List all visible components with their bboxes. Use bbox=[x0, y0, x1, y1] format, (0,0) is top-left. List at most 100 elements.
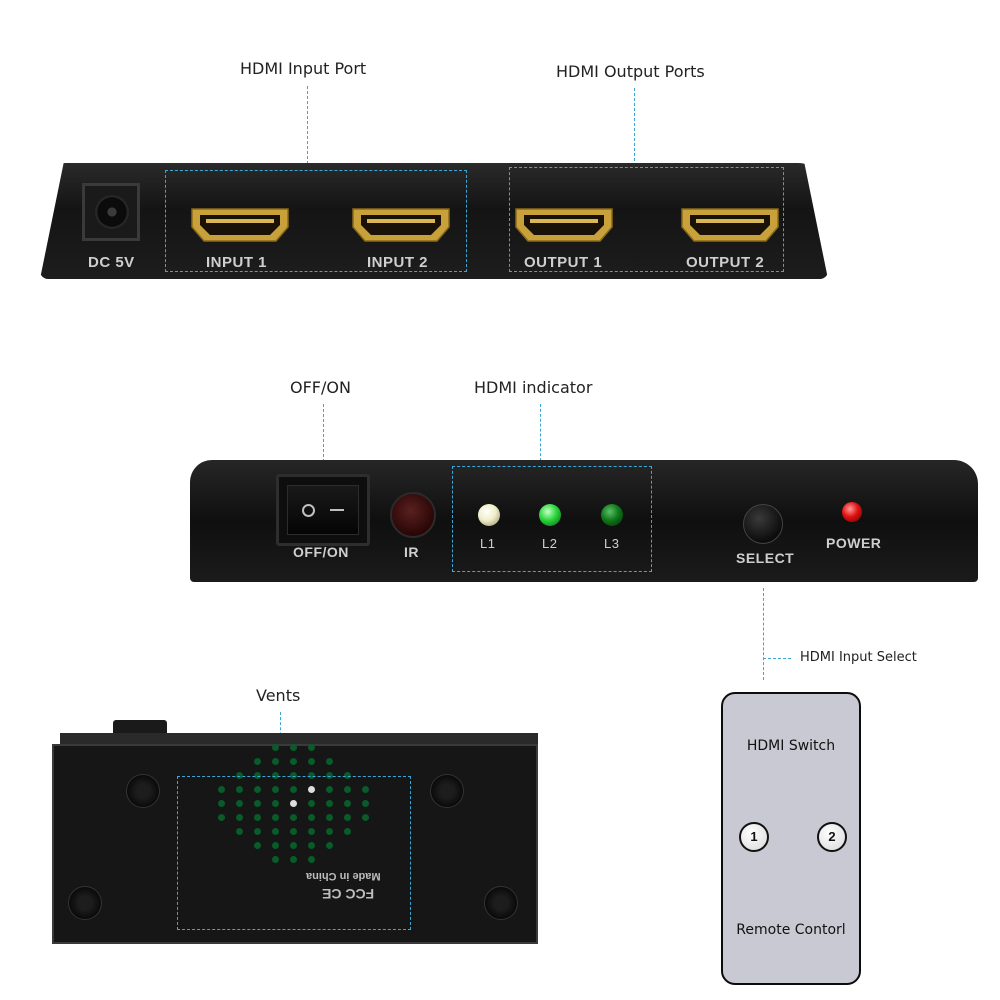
hdmi-output-2-port bbox=[680, 207, 780, 243]
vent-hole bbox=[362, 814, 369, 821]
vent-hole bbox=[272, 814, 279, 821]
rubber-foot-icon bbox=[484, 886, 518, 920]
vent-hole bbox=[290, 758, 297, 765]
on-symbol-icon bbox=[330, 509, 344, 511]
vent-hole bbox=[344, 814, 351, 821]
vent-hole bbox=[308, 828, 315, 835]
remote-title: HDMI Switch bbox=[746, 738, 836, 754]
vent-hole bbox=[326, 842, 333, 849]
switch-label: OFF/ON bbox=[293, 544, 349, 560]
vent-hole bbox=[236, 814, 243, 821]
remote-button-2[interactable]: 2 bbox=[817, 822, 847, 852]
vent-hole bbox=[218, 786, 225, 793]
vent-hole bbox=[344, 786, 351, 793]
vent-hole bbox=[254, 800, 261, 807]
vent-hole bbox=[344, 828, 351, 835]
callout-line-indicator bbox=[540, 404, 541, 466]
power-led-icon bbox=[842, 502, 862, 522]
vent-hole bbox=[308, 856, 315, 863]
indicator-highlight bbox=[452, 466, 652, 572]
dc-label: DC 5V bbox=[88, 254, 135, 271]
led-label-l1: L1 bbox=[480, 536, 496, 551]
vent-hole bbox=[308, 786, 315, 793]
led-l3-icon bbox=[601, 504, 623, 526]
remote-control: HDMI Switch 1 2 Remote Contorl bbox=[721, 692, 861, 985]
callout-hdmi-input-port: HDMI Input Port bbox=[240, 59, 367, 78]
port-label-output-2: OUTPUT 2 bbox=[686, 254, 765, 271]
vent-hole bbox=[326, 828, 333, 835]
power-label: POWER bbox=[826, 535, 882, 551]
vent-hole bbox=[308, 800, 315, 807]
vents-highlight bbox=[177, 776, 411, 930]
vent-hole bbox=[308, 842, 315, 849]
vent-hole bbox=[290, 744, 297, 751]
bottom-panel: Made in China FCC CE bbox=[52, 744, 538, 944]
power-rocker-switch[interactable] bbox=[276, 474, 370, 546]
vent-hole bbox=[272, 744, 279, 751]
vent-hole bbox=[308, 758, 315, 765]
select-button[interactable] bbox=[743, 504, 783, 544]
vent-hole bbox=[308, 744, 315, 751]
off-symbol-icon bbox=[302, 504, 315, 517]
port-label-input-1: INPUT 1 bbox=[206, 254, 268, 271]
led-label-l3: L3 bbox=[604, 536, 620, 551]
vent-hole bbox=[236, 800, 243, 807]
vent-hole bbox=[290, 856, 297, 863]
vent-hole bbox=[254, 842, 261, 849]
rubber-foot-icon bbox=[68, 886, 102, 920]
vent-hole bbox=[272, 828, 279, 835]
vent-hole bbox=[326, 786, 333, 793]
callout-line-select-h bbox=[763, 658, 791, 659]
rear-panel: DC 5V INPUT 1 INPUT 2 OUTPUT 1 OUTPUT 2 bbox=[40, 163, 828, 279]
callout-line-output bbox=[634, 88, 635, 166]
dc-power-jack bbox=[82, 183, 140, 241]
vent-hole bbox=[254, 786, 261, 793]
vent-hole bbox=[290, 814, 297, 821]
front-panel: OFF/ON IR L1 L2 L3 SELECT POWER bbox=[190, 460, 978, 582]
vent-hole bbox=[290, 842, 297, 849]
ir-receiver-icon bbox=[390, 492, 436, 538]
callout-hdmi-input-select: HDMI Input Select bbox=[800, 650, 917, 665]
vent-hole bbox=[272, 842, 279, 849]
vent-hole bbox=[236, 786, 243, 793]
callout-hdmi-output-ports: HDMI Output Ports bbox=[556, 62, 705, 81]
vent-hole bbox=[326, 758, 333, 765]
vent-hole bbox=[326, 814, 333, 821]
hdmi-input-2-port bbox=[351, 207, 451, 243]
callout-hdmi-indicator: HDMI indicator bbox=[474, 378, 593, 397]
led-label-l2: L2 bbox=[542, 536, 558, 551]
vent-hole bbox=[362, 800, 369, 807]
vent-hole bbox=[272, 786, 279, 793]
vent-hole bbox=[344, 772, 351, 779]
vent-hole bbox=[362, 786, 369, 793]
vent-hole bbox=[272, 856, 279, 863]
vent-hole bbox=[272, 758, 279, 765]
vent-hole bbox=[290, 786, 297, 793]
port-label-output-1: OUTPUT 1 bbox=[524, 254, 603, 271]
port-label-input-2: INPUT 2 bbox=[367, 254, 429, 271]
output-ports-highlight bbox=[509, 167, 784, 272]
rubber-foot-icon bbox=[126, 774, 160, 808]
vent-hole bbox=[308, 772, 315, 779]
remote-button-1[interactable]: 1 bbox=[739, 822, 769, 852]
vent-hole bbox=[272, 772, 279, 779]
rubber-foot-icon bbox=[430, 774, 464, 808]
bottom-edge bbox=[60, 733, 538, 745]
vent-hole bbox=[326, 800, 333, 807]
led-l1-icon bbox=[478, 504, 500, 526]
vent-hole bbox=[218, 800, 225, 807]
vent-hole bbox=[326, 772, 333, 779]
vent-hole bbox=[254, 814, 261, 821]
callout-vents: Vents bbox=[256, 686, 301, 705]
vent-hole bbox=[290, 772, 297, 779]
vent-hole bbox=[254, 828, 261, 835]
remote-footer: Remote Contorl bbox=[736, 922, 846, 938]
vent-hole bbox=[290, 800, 297, 807]
vent-hole bbox=[308, 814, 315, 821]
ir-label: IR bbox=[404, 544, 419, 560]
callout-line-input bbox=[307, 86, 308, 164]
vent-hole bbox=[272, 800, 279, 807]
input-ports-highlight bbox=[165, 170, 467, 272]
vent-hole bbox=[236, 828, 243, 835]
vent-hole bbox=[254, 772, 261, 779]
